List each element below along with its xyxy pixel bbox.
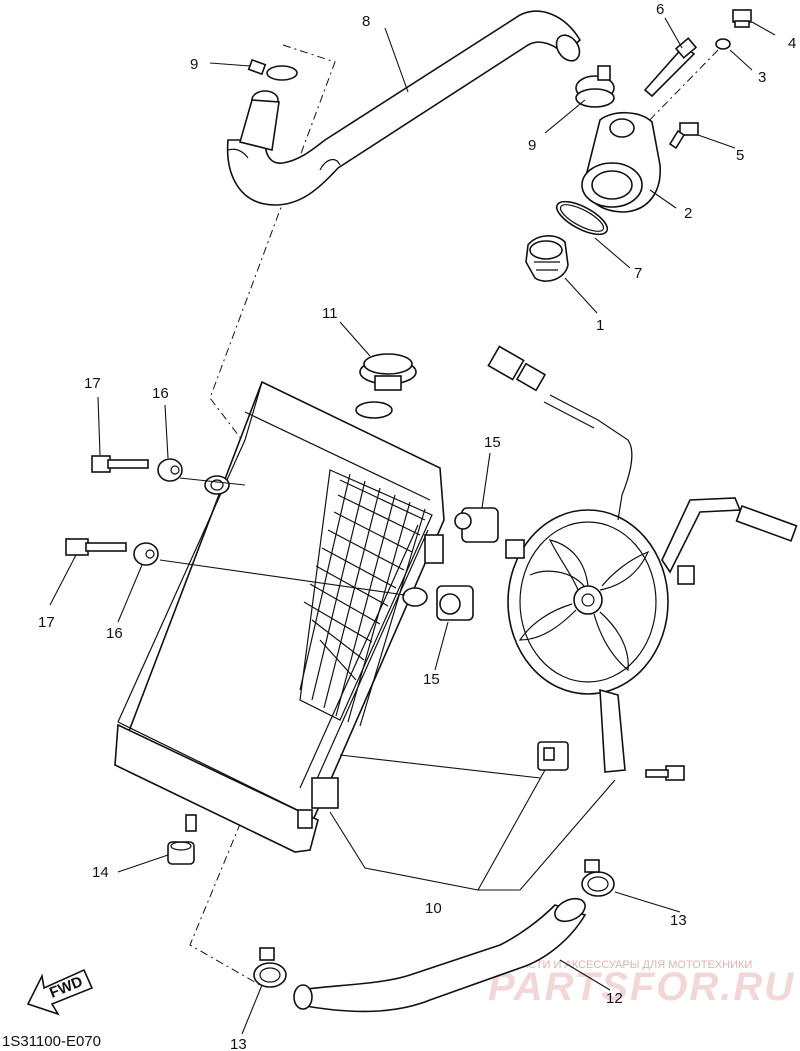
radiator-fin-mesh xyxy=(299,469,433,727)
callout-labels: 1 2 3 4 5 6 7 8 9 9 10 11 12 13 13 14 15… xyxy=(38,1,796,1051)
callout-2: 2 xyxy=(684,205,692,222)
callout-6: 6 xyxy=(656,1,664,18)
callout-15-upper: 15 xyxy=(484,434,501,451)
hose-clamp-upper-left xyxy=(247,58,298,81)
callout-17-lower: 17 xyxy=(38,614,55,631)
callout-7: 7 xyxy=(634,265,642,282)
hose-clamp-upper-right xyxy=(575,65,615,108)
callout-10: 10 xyxy=(425,900,442,917)
diagram-code: 1S31100-E070 xyxy=(2,1033,101,1050)
callout-9-upper: 9 xyxy=(190,56,198,73)
callout-3: 3 xyxy=(758,69,766,86)
washer-16-upper xyxy=(157,458,183,482)
callout-13-left: 13 xyxy=(230,1036,247,1051)
thermostat xyxy=(525,235,569,282)
callout-4: 4 xyxy=(788,35,796,52)
bolt-6 xyxy=(643,37,698,98)
watermark: ЗАПЧАСТИ И АКСЕССУАРЫ ДЛЯ МОТОТЕХНИКИ PA… xyxy=(488,959,795,1009)
upper-radiator-hose xyxy=(226,10,582,206)
callout-5: 5 xyxy=(736,147,744,164)
hose-clamp-lower-right xyxy=(581,859,615,897)
fwd-arrow: FWD xyxy=(26,968,94,1016)
bolt-17-upper xyxy=(91,455,149,473)
fan-bolt xyxy=(645,765,685,781)
callout-9-lower: 9 xyxy=(528,137,536,154)
callout-13-right: 13 xyxy=(670,912,687,929)
watermark-tagline: ЗАПЧАСТИ И АКСЕССУАРЫ ДЛЯ МОТОТЕХНИКИ xyxy=(492,959,752,971)
callout-14: 14 xyxy=(92,864,109,881)
washer-3 xyxy=(715,38,731,50)
bolt-17-lower xyxy=(65,538,127,556)
callout-16-lower: 16 xyxy=(106,625,123,642)
o-ring xyxy=(555,200,609,236)
callout-leaders xyxy=(49,17,776,1035)
callout-8: 8 xyxy=(362,13,370,30)
hose-clamp-lower-left xyxy=(253,947,287,988)
callout-17-upper: 17 xyxy=(84,375,101,392)
callout-12: 12 xyxy=(606,990,623,1007)
radiator xyxy=(114,380,445,853)
drain-plug-14 xyxy=(167,841,195,865)
wire-holder xyxy=(537,741,569,771)
callout-1: 1 xyxy=(596,317,604,334)
bolt-5 xyxy=(668,122,699,150)
radiator-cap xyxy=(355,353,417,419)
washer-16-lower xyxy=(133,542,159,566)
callout-11: 11 xyxy=(322,305,338,322)
lower-radiator-hose xyxy=(293,897,587,1013)
callout-16-upper: 16 xyxy=(152,385,169,402)
bolt-4 xyxy=(732,9,752,28)
callout-15-lower: 15 xyxy=(423,671,440,688)
grommet-15-upper xyxy=(454,507,499,543)
thermostat-housing xyxy=(581,111,661,213)
watermark-brand: PARTSFOR.RU xyxy=(488,965,795,1009)
grommet-15-lower xyxy=(436,585,474,621)
cooling-fan-assembly xyxy=(487,345,798,773)
